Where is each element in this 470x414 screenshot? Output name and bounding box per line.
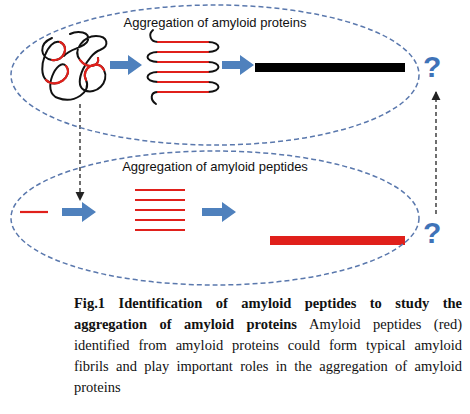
protein-beta-sheet bbox=[148, 30, 219, 104]
dashed-ellipse bbox=[11, 151, 419, 285]
group-ellipse: Aggregation of amyloid peptides bbox=[10, 150, 420, 286]
group-ellipse: Aggregation of amyloid proteins bbox=[10, 4, 420, 146]
peptide-line bbox=[20, 211, 48, 213]
dashed-ellipse bbox=[11, 5, 419, 145]
question-mark: ? bbox=[423, 218, 441, 248]
peptide-fibril-bar bbox=[270, 236, 405, 245]
group-heading: Aggregation of amyloid proteins bbox=[10, 15, 420, 30]
unfolded-protein-coil bbox=[42, 32, 106, 100]
dashed-arrow bbox=[79, 104, 80, 200]
block-arrow bbox=[62, 55, 254, 222]
question-mark: ? bbox=[423, 52, 441, 82]
peptide-stack bbox=[135, 190, 185, 230]
dashed-arrow bbox=[435, 92, 436, 214]
group-heading: Aggregation of amyloid peptides bbox=[10, 159, 420, 174]
protein-fibril-bar bbox=[255, 63, 405, 72]
caption-block: Fig.1 Identification of amyloid peptides… bbox=[74, 293, 462, 398]
